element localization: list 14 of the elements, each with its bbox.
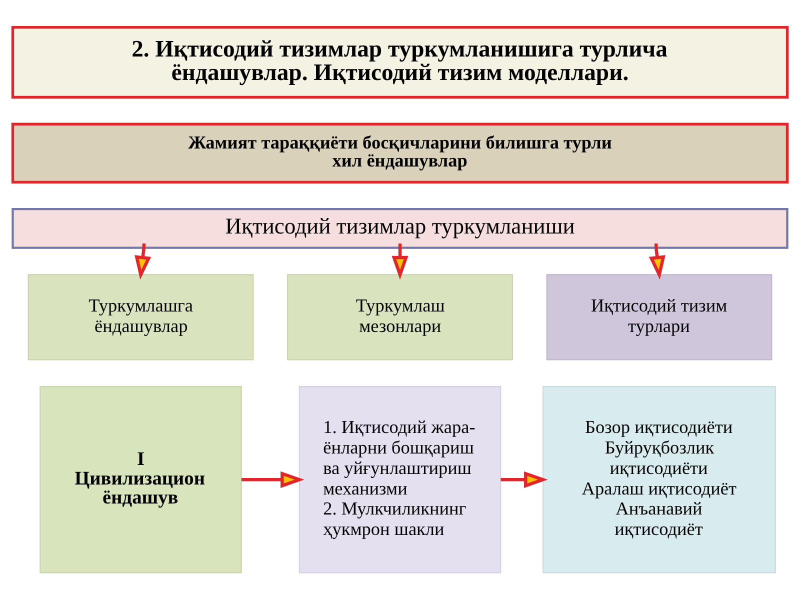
arrow (242, 471, 304, 488)
node-box: 2. Иқтисодий тизимлар туркумланишига турлича ёндашувлар. Иқтисодий тизим моделлари. (11, 26, 789, 99)
node-box: Иқтисодий тизим турлари (546, 274, 772, 360)
node-box: I Цивилизацион ёндашув (40, 386, 242, 574)
node-box: Иқтисодий тизимлар туркумланиши (12, 208, 788, 249)
node-box: Туркумлаш мезонлари (287, 274, 513, 360)
node-box: Жамият тараққиёти босқичларини билишга турли хил ёндашувлар (11, 122, 789, 184)
arrow (648, 244, 666, 280)
arrow (134, 244, 152, 280)
node-box: 1. Иқтисодий жара- ёнларни бошқариш ва уйғунлаштириш механизми 2. Мулкчиликнинг ҳукмрон шакли (298, 386, 502, 574)
node-box: Туркумлашга ёндашувлар (28, 274, 254, 360)
arrow (500, 471, 548, 488)
arrow (392, 244, 408, 280)
node-box: Бозор иқтисодиёти Буйруқбозлик иқтисодиёти Аралаш иқтисодиёт Анъанавий иқтисодиёт (542, 386, 776, 574)
